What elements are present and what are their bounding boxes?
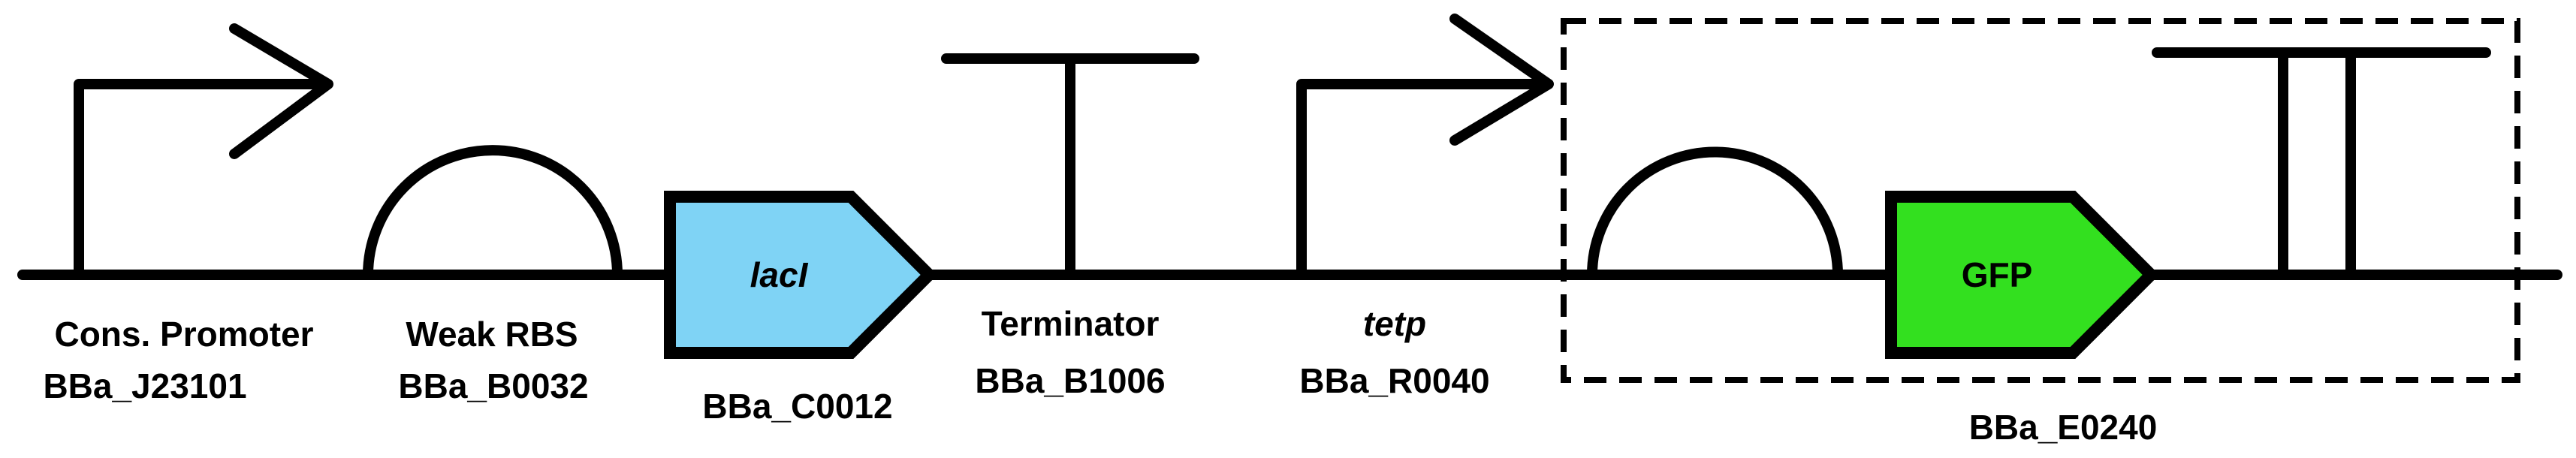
terminator1-name: Terminator [982, 304, 1160, 343]
promoter-arrow-icon [1296, 79, 1549, 280]
terminator1-id: BBa_B1006 [975, 361, 1165, 400]
rbs-icon [363, 145, 623, 280]
promoter1-name: Cons. Promoter [54, 315, 313, 354]
rbs1-name: Weak RBS [406, 315, 578, 354]
cds2-label: GFP [1962, 255, 2033, 294]
promoter-arrowhead-icon [1449, 14, 1554, 146]
cds1-label: lacI [750, 255, 809, 294]
promoter-arrow-icon [74, 79, 328, 280]
device-box [1561, 18, 2520, 383]
double-terminator-icon [2152, 47, 2491, 280]
promoter2-id: BBa_R0040 [1299, 361, 1489, 400]
device-id: BBa_E0240 [1969, 408, 2158, 447]
promoter1-id: BBa_J23101 [43, 366, 246, 405]
promoter2-name: tetp [1363, 304, 1426, 343]
rbs-icon [1587, 146, 1843, 280]
promoter-arrowhead-icon [229, 23, 333, 159]
cds1-id: BBa_C0012 [702, 387, 892, 426]
cds-laci-shape [664, 191, 938, 359]
rbs1-id: BBa_B0032 [398, 366, 588, 405]
cds-gfp-shape [1885, 191, 2160, 359]
terminator-icon [941, 53, 1199, 280]
